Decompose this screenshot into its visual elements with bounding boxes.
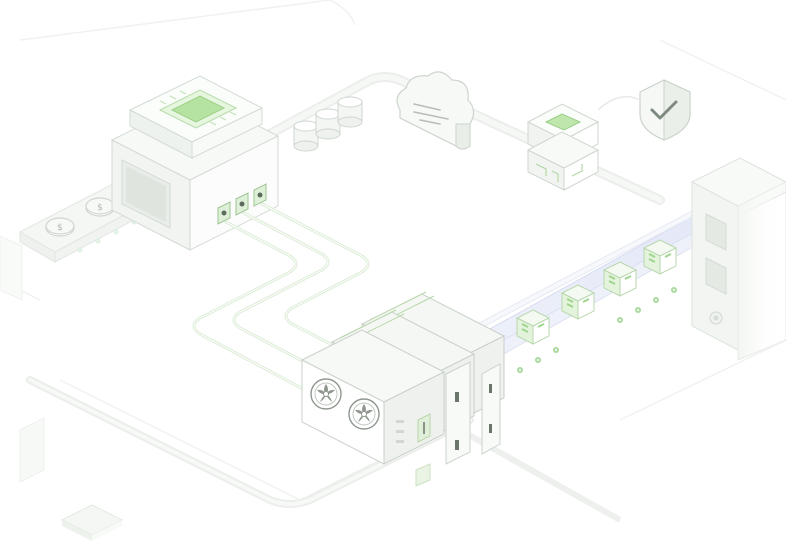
cpu-output-ports [217,183,267,225]
gpu-card-icon [300,329,446,487]
background-tiles [0,235,124,541]
fan-icon [310,378,342,410]
shield-check-icon [639,79,691,141]
cloud-icon [396,71,475,150]
gpu-bracket [445,361,501,465]
package-icon [516,309,550,345]
shield-connector-line [597,95,641,111]
cpu-chip-icon [158,89,238,129]
coin-icon [85,197,115,217]
cpu-to-gpu-wires [192,202,386,400]
coin-icon [45,217,75,237]
storage-chip-module [526,103,600,191]
output-conveyor [418,208,707,373]
fan-icon [348,398,380,430]
cpu-processor-block [110,75,280,251]
database-icon [293,96,363,152]
server-rack-icon [691,157,786,361]
package-icon [603,261,637,297]
package-icon [561,284,595,320]
gpu-cards [300,291,506,487]
package-icon [643,239,677,275]
